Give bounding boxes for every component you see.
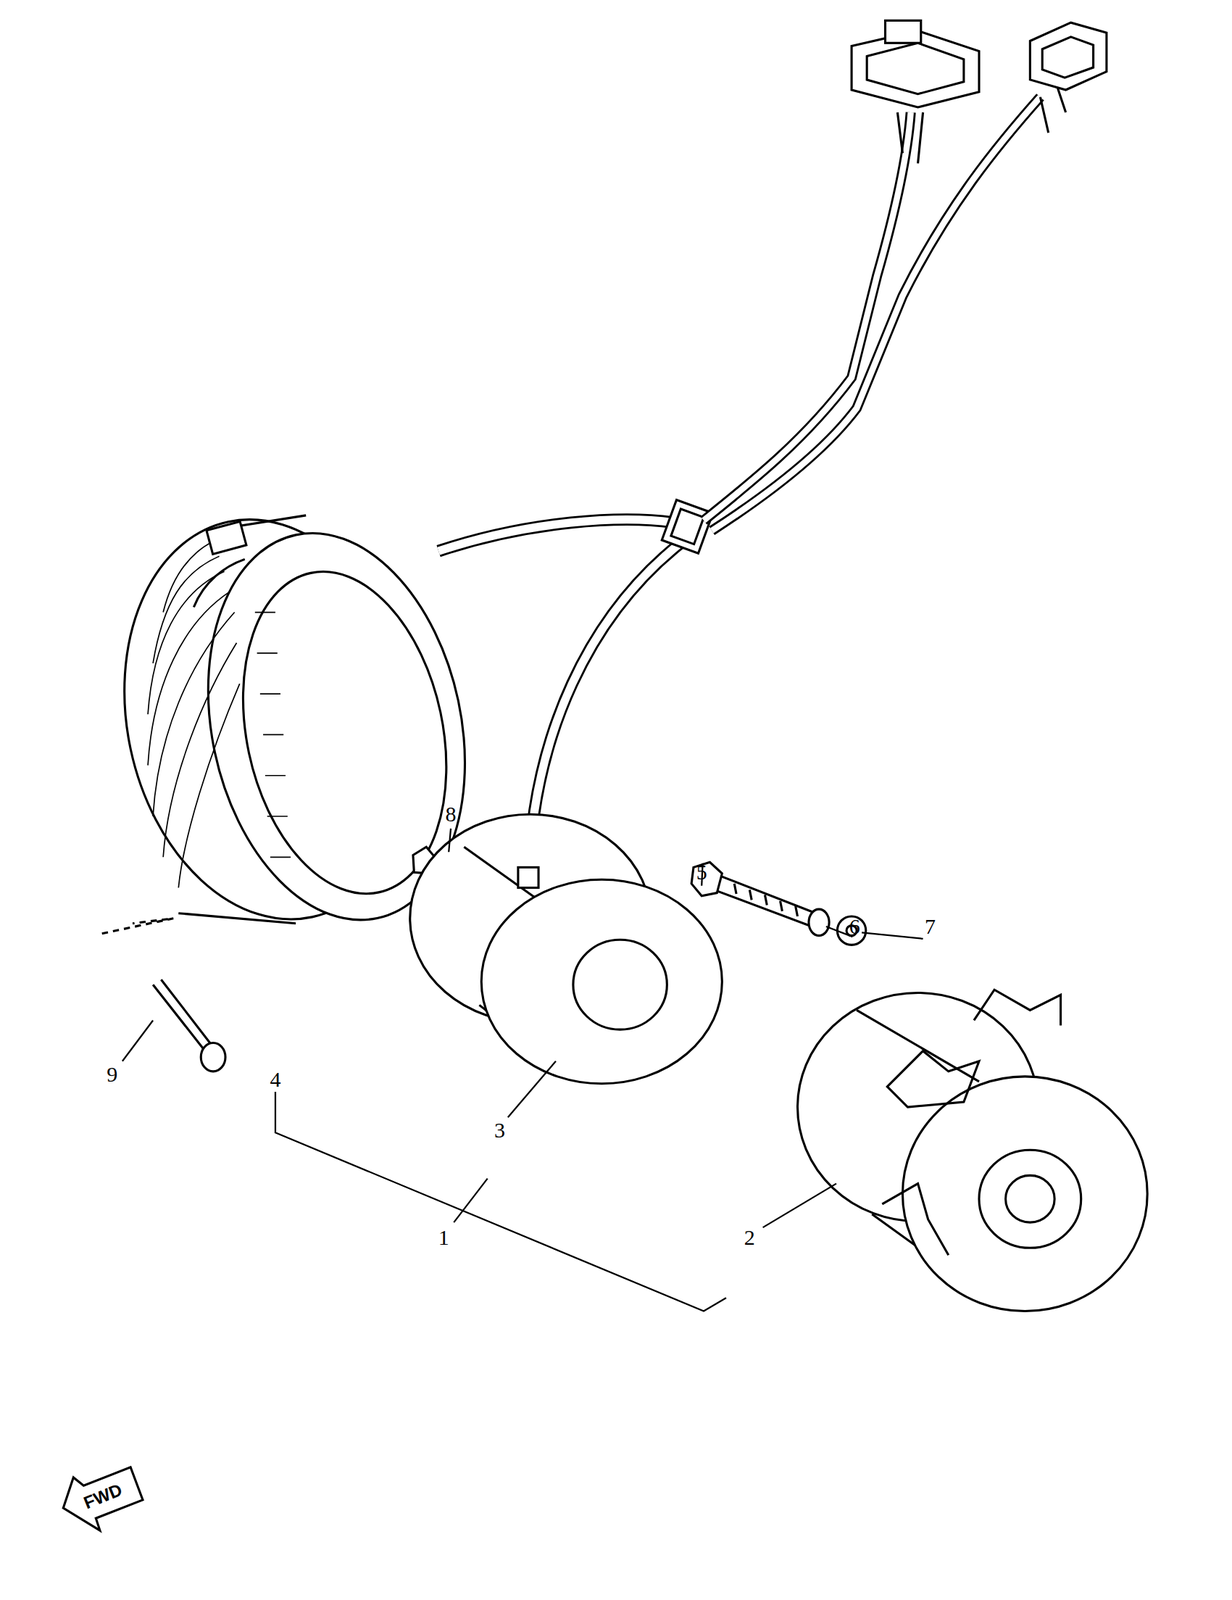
callout-number: 9 [106, 1063, 118, 1085]
rotor [797, 989, 1148, 1311]
forward-arrow [63, 1466, 143, 1530]
callout-number: 8 [445, 802, 457, 825]
callout-number: 7 [924, 915, 936, 938]
callout-number: 6 [849, 915, 861, 938]
callout-number: 5 [696, 860, 708, 883]
pickup-coil [410, 813, 723, 1084]
callout-number: 1 [438, 1226, 450, 1248]
callout-number: 2 [744, 1226, 756, 1248]
callout-number: 4 [269, 1068, 281, 1090]
bolt [691, 861, 867, 945]
callout-number: 3 [494, 1118, 506, 1141]
leader-line [122, 828, 924, 1311]
wire-harness [438, 20, 1107, 888]
